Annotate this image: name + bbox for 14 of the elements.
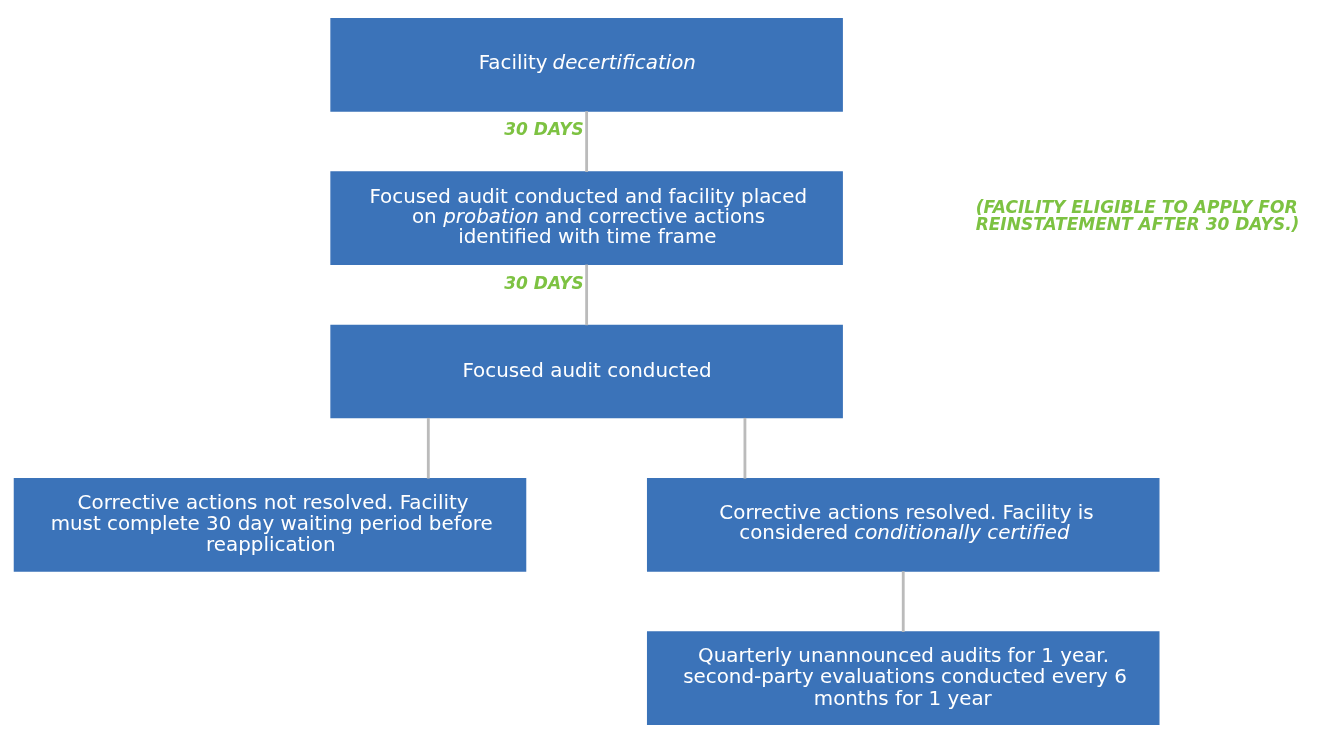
connector — [743, 417, 747, 479]
connector — [901, 570, 905, 632]
connector — [585, 264, 589, 325]
label: (FACILITY ELIGIBLE TO APPLY FOR REINSTATEMENT AFTER 30 DAYS.) — [975, 196, 1300, 234]
connector — [585, 110, 589, 172]
node-box: Facility decertification — [330, 17, 843, 112]
node-box: Corrective actions not resolved. Facility must complete 30 day waiting period before reapplication — [13, 477, 527, 572]
node-box: Focused audit conducted — [330, 324, 843, 418]
edge-label: 30 DAYS — [504, 272, 584, 293]
node-box: Corrective actions resolved. Facility is considered conditionally certified — [646, 477, 1160, 572]
node-box: Quarterly unannounced audits for 1 year. second-party evaluations conducted every 6 months for 1 year — [646, 630, 1160, 725]
connector — [426, 417, 430, 479]
node-box: Focused audit conducted and facility placed on probation and corrective actions identified with time frame — [330, 170, 843, 265]
edge-label: 30 DAYS — [504, 118, 584, 139]
